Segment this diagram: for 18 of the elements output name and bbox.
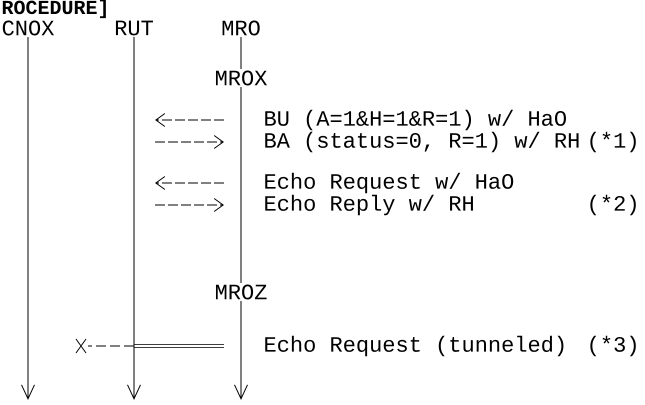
participant-label: RUT [116, 20, 153, 36]
lifeline [240, 36, 242, 70]
message-text: Echo Request (tunneled) [265, 336, 564, 356]
lifeline [127, 36, 141, 400]
lifeline [234, 300, 248, 400]
message-text: BU (A=1&H=1&R=1) w/ HaO [265, 110, 566, 130]
participant-label: CNOX [2, 20, 54, 36]
lifeline [240, 86, 242, 284]
message-text: Echo Reply w/ RH [265, 194, 473, 216]
message-text: Echo Request w/ HaO [265, 172, 514, 194]
footnote-mark: (*2) [590, 194, 636, 216]
state-label: MROX [216, 70, 268, 86]
message-text: BA (status=0, R=1) w/ RH [265, 132, 579, 152]
footnote-mark: (*3) [590, 336, 636, 356]
state-label: MROZ [216, 284, 267, 300]
footnote-mark: (*1) [590, 132, 636, 152]
participant-label: MRO [222, 20, 260, 36]
lifeline [21, 36, 35, 400]
